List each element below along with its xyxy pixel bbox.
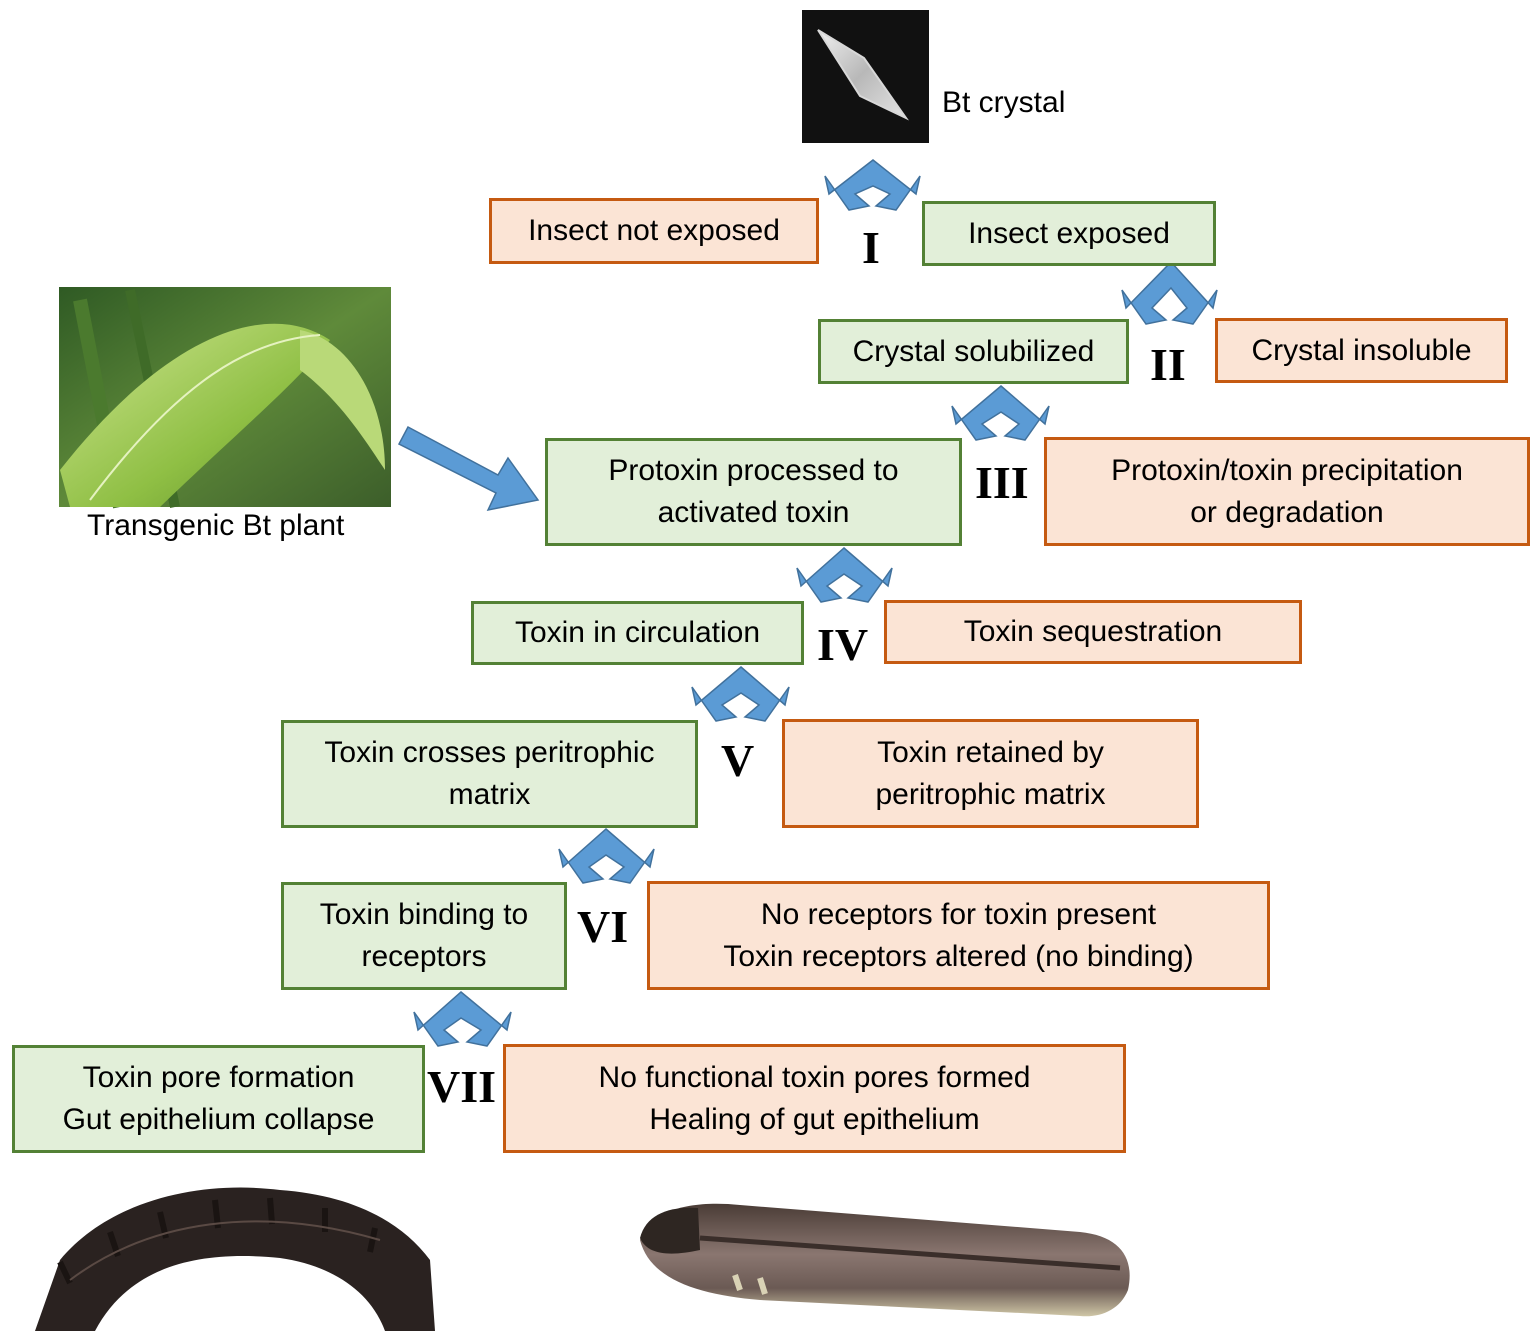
step-6-numeral: VI xyxy=(577,904,628,950)
step-6-pass-text-2: receptors xyxy=(361,936,486,978)
fork-arrow-step-4 xyxy=(797,548,892,602)
step-2-numeral: II xyxy=(1150,342,1186,388)
step-4-fail-text: Toxin sequestration xyxy=(964,611,1223,653)
step-1-fail-text: Insect not exposed xyxy=(528,210,780,252)
fork-arrow-step-3 xyxy=(952,386,1049,440)
step-5-fail-text-1: Toxin retained by xyxy=(877,732,1104,774)
step-7-fail-text-2: Healing of gut epithelium xyxy=(649,1099,979,1141)
fork-arrow-step-2 xyxy=(1122,262,1217,324)
step-7-pass-text-1: Toxin pore formation xyxy=(83,1057,355,1099)
step-3-pass-text-1: Protoxin processed to xyxy=(608,450,898,492)
step-5-pass-text-1: Toxin crosses peritrophic xyxy=(324,732,654,774)
step-3-fail-text-2: or degradation xyxy=(1190,492,1383,534)
transgenic-plant-photo xyxy=(59,287,391,507)
step-3-pass-box: Protoxin processed to activated toxin xyxy=(545,438,962,546)
step-2-fail-box: Crystal insoluble xyxy=(1215,318,1508,383)
step-6-fail-text-1: No receptors for toxin present xyxy=(761,894,1156,936)
step-5-numeral: V xyxy=(721,738,754,784)
fork-arrow-step-1 xyxy=(825,160,920,210)
step-3-numeral: III xyxy=(975,460,1029,506)
step-4-pass-box: Toxin in circulation xyxy=(471,601,804,665)
plant-to-toxin-arrow xyxy=(399,427,538,510)
dead-larva-photo xyxy=(35,1188,435,1331)
step-7-fail-box: No functional toxin pores formed Healing… xyxy=(503,1044,1126,1153)
step-7-pass-box: Toxin pore formation Gut epithelium coll… xyxy=(12,1045,425,1153)
step-3-fail-box: Protoxin/toxin precipitation or degradat… xyxy=(1044,437,1530,546)
step-1-fail-box: Insect not exposed xyxy=(489,198,819,264)
step-7-pass-text-2: Gut epithelium collapse xyxy=(63,1099,375,1141)
step-6-fail-box: No receptors for toxin present Toxin rec… xyxy=(647,881,1270,990)
fork-arrow-step-7 xyxy=(414,992,511,1046)
step-4-fail-box: Toxin sequestration xyxy=(884,600,1302,664)
step-1-numeral: I xyxy=(862,225,880,271)
step-7-numeral: VII xyxy=(427,1064,496,1110)
bt-crystal-label: Bt crystal xyxy=(942,85,1065,121)
step-5-fail-box: Toxin retained by peritrophic matrix xyxy=(782,719,1199,828)
step-2-pass-box: Crystal solubilized xyxy=(818,319,1129,384)
transgenic-plant-caption: Transgenic Bt plant xyxy=(87,508,344,544)
step-6-pass-box: Toxin binding to receptors xyxy=(281,882,567,990)
surviving-larva-photo xyxy=(640,1204,1130,1317)
step-6-pass-text-1: Toxin binding to xyxy=(320,894,528,936)
step-6-fail-text-2: Toxin receptors altered (no binding) xyxy=(723,936,1193,978)
fork-arrow-step-6 xyxy=(559,829,654,883)
step-2-fail-text: Crystal insoluble xyxy=(1251,330,1471,372)
step-5-pass-text-2: matrix xyxy=(449,774,531,816)
step-1-pass-box: Insect exposed xyxy=(922,201,1216,266)
step-1-pass-text: Insect exposed xyxy=(968,213,1170,255)
step-4-numeral: IV xyxy=(817,622,868,668)
step-5-fail-text-2: peritrophic matrix xyxy=(875,774,1105,816)
step-3-pass-text-2: activated toxin xyxy=(658,492,850,534)
step-5-pass-box: Toxin crosses peritrophic matrix xyxy=(281,720,698,828)
fork-arrow-step-5 xyxy=(692,667,789,721)
step-3-fail-text-1: Protoxin/toxin precipitation xyxy=(1111,450,1463,492)
step-7-fail-text-1: No functional toxin pores formed xyxy=(599,1057,1031,1099)
step-4-pass-text: Toxin in circulation xyxy=(515,612,760,654)
bt-crystal-image xyxy=(802,10,929,143)
step-2-pass-text: Crystal solubilized xyxy=(853,331,1095,373)
